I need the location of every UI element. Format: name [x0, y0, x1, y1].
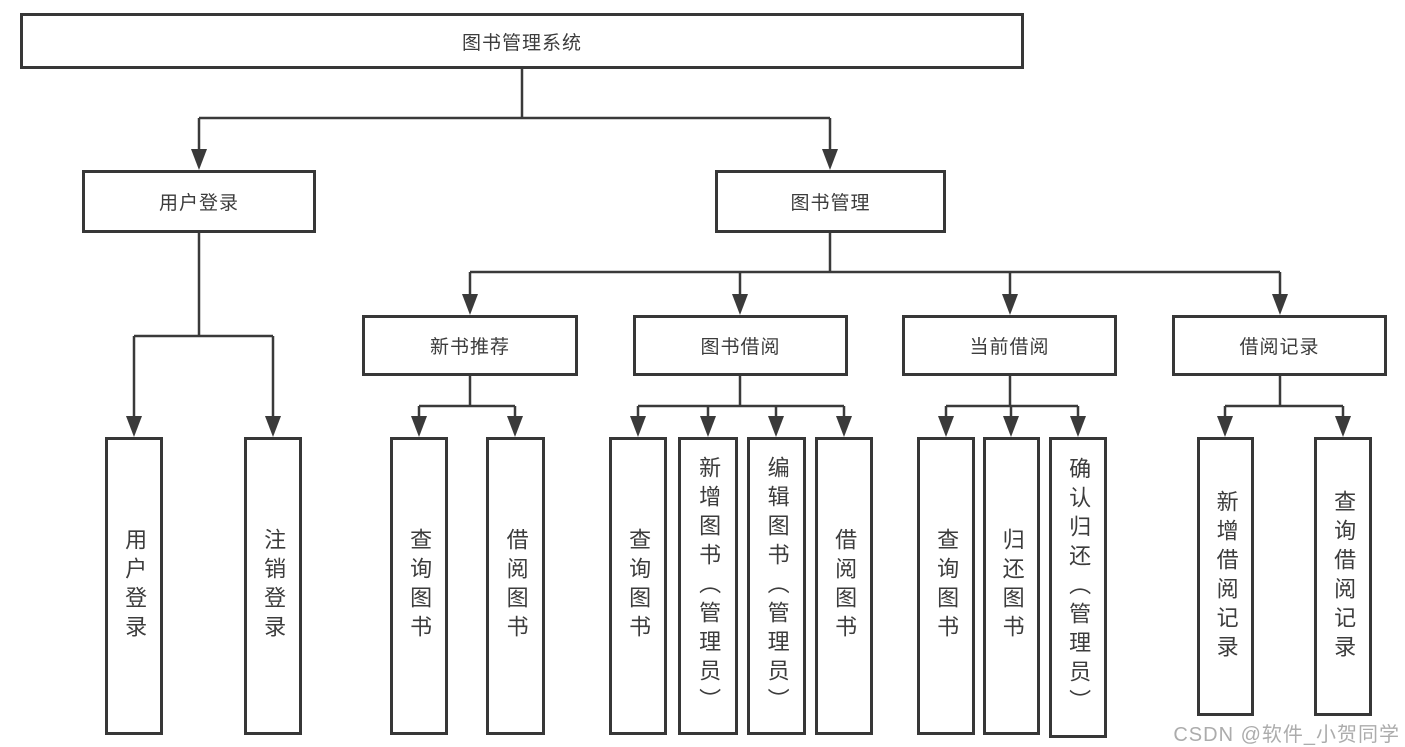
connector-new-book-recommend-subtree — [411, 376, 523, 437]
node-borrow-records-label: 借阅记录 — [1239, 337, 1320, 358]
leaf-borrow-add-books-admin-label: 新增图书（管理员） — [696, 455, 722, 717]
leaf-records-query-record: 查询借阅记录 — [1314, 437, 1372, 716]
leaf-borrow-edit-books-admin: 编辑图书（管理员） — [747, 437, 806, 735]
node-library-system: 图书管理系统 — [20, 13, 1024, 69]
connector-lines-borrow-records — [1223, 376, 1345, 418]
arrowhead-new-book-recommend — [462, 294, 478, 315]
leaf-current-query-books-label: 查询图书 — [934, 528, 960, 644]
arrowhead-user-login — [191, 149, 207, 170]
arrowhead-borrow-query-books — [630, 416, 646, 437]
arrowhead-book-borrow — [732, 294, 748, 315]
leaf-logout-label: 注销登录 — [261, 528, 287, 644]
leaf-borrow-add-books-admin: 新增图书（管理员） — [678, 437, 738, 735]
leaf-logout: 注销登录 — [244, 437, 302, 735]
connector-lines-new-book-recommend — [417, 376, 517, 418]
leaf-records-add-record: 新增借阅记录 — [1197, 437, 1254, 716]
leaf-current-query-books: 查询图书 — [917, 437, 975, 735]
connector-lines-book-borrow — [636, 376, 846, 418]
leaf-current-return-books-label: 归还图书 — [999, 528, 1025, 644]
leaf-recommend-borrow-books-label: 借阅图书 — [503, 528, 529, 644]
connector-book-management-subtree — [462, 233, 1288, 315]
leaf-recommend-query-books: 查询图书 — [390, 437, 448, 735]
node-user-login: 用户登录 — [82, 170, 316, 233]
arrowhead-current-borrow — [1002, 294, 1018, 315]
connector-book-borrow-subtree — [630, 376, 852, 437]
arrowhead-current-confirm-return — [1070, 416, 1086, 437]
arrowhead-leaf-logout — [265, 416, 281, 437]
node-borrow-records: 借阅记录 — [1172, 315, 1387, 376]
node-new-book-recommend-label: 新书推荐 — [429, 337, 510, 358]
node-library-system-label: 图书管理系统 — [461, 32, 582, 54]
leaf-borrow-query-books-label: 查询图书 — [626, 528, 652, 644]
leaf-recommend-query-books-label: 查询图书 — [407, 528, 433, 644]
arrowhead-recommend-borrow-books — [507, 416, 523, 437]
node-current-borrow: 当前借阅 — [902, 315, 1117, 376]
connector-lines-current-borrow — [944, 376, 1080, 418]
leaf-borrow-query-books: 查询图书 — [609, 437, 667, 735]
leaf-user-login-label: 用户登录 — [122, 528, 148, 644]
node-new-book-recommend: 新书推荐 — [362, 315, 578, 376]
node-book-management: 图书管理 — [715, 170, 946, 233]
arrowhead-borrow-edit-books — [768, 416, 784, 437]
leaf-recommend-borrow-books: 借阅图书 — [486, 437, 545, 735]
leaf-current-confirm-return-admin-label: 确认归还（管理员） — [1066, 457, 1092, 718]
arrowhead-records-add-record — [1217, 416, 1233, 437]
node-current-borrow-label: 当前借阅 — [969, 337, 1050, 358]
leaf-user-login: 用户登录 — [105, 437, 163, 735]
node-user-login-label: 用户登录 — [158, 193, 239, 214]
connector-user-login-subtree — [126, 233, 281, 437]
arrowhead-records-query-record — [1335, 416, 1351, 437]
leaf-borrow-borrow-books: 借阅图书 — [815, 437, 873, 735]
leaf-current-confirm-return-admin: 确认归还（管理员） — [1049, 437, 1107, 738]
leaf-current-return-books: 归还图书 — [983, 437, 1040, 735]
leaf-records-add-record-label: 新增借阅记录 — [1213, 489, 1239, 664]
connector-current-borrow-subtree — [938, 376, 1086, 437]
arrowhead-current-return-books — [1003, 416, 1019, 437]
arrowhead-borrow-records — [1272, 294, 1288, 315]
arrowhead-recommend-query-books — [411, 416, 427, 437]
connector-lines-root — [197, 69, 832, 150]
arrowhead-current-query-books — [938, 416, 954, 437]
connector-lines-user-login — [132, 233, 275, 418]
node-book-borrow-label: 图书借阅 — [700, 337, 781, 358]
node-book-borrow: 图书借阅 — [633, 315, 848, 376]
leaf-borrow-edit-books-admin-label: 编辑图书（管理员） — [764, 455, 790, 717]
connector-root-to-branches — [191, 69, 838, 170]
csdn-watermark: CSDN @软件_小贺同学 — [1173, 724, 1400, 746]
arrowhead-leaf-user-login — [126, 416, 142, 437]
node-book-management-label: 图书管理 — [790, 193, 871, 214]
leaf-borrow-borrow-books-label: 借阅图书 — [832, 528, 858, 644]
connector-lines-book-management — [468, 233, 1282, 296]
leaf-records-query-record-label: 查询借阅记录 — [1331, 489, 1357, 664]
arrowhead-borrow-add-books — [700, 416, 716, 437]
connector-borrow-records-subtree — [1217, 376, 1351, 437]
arrowhead-borrow-borrow-books — [836, 416, 852, 437]
arrowhead-book-management — [822, 149, 838, 170]
